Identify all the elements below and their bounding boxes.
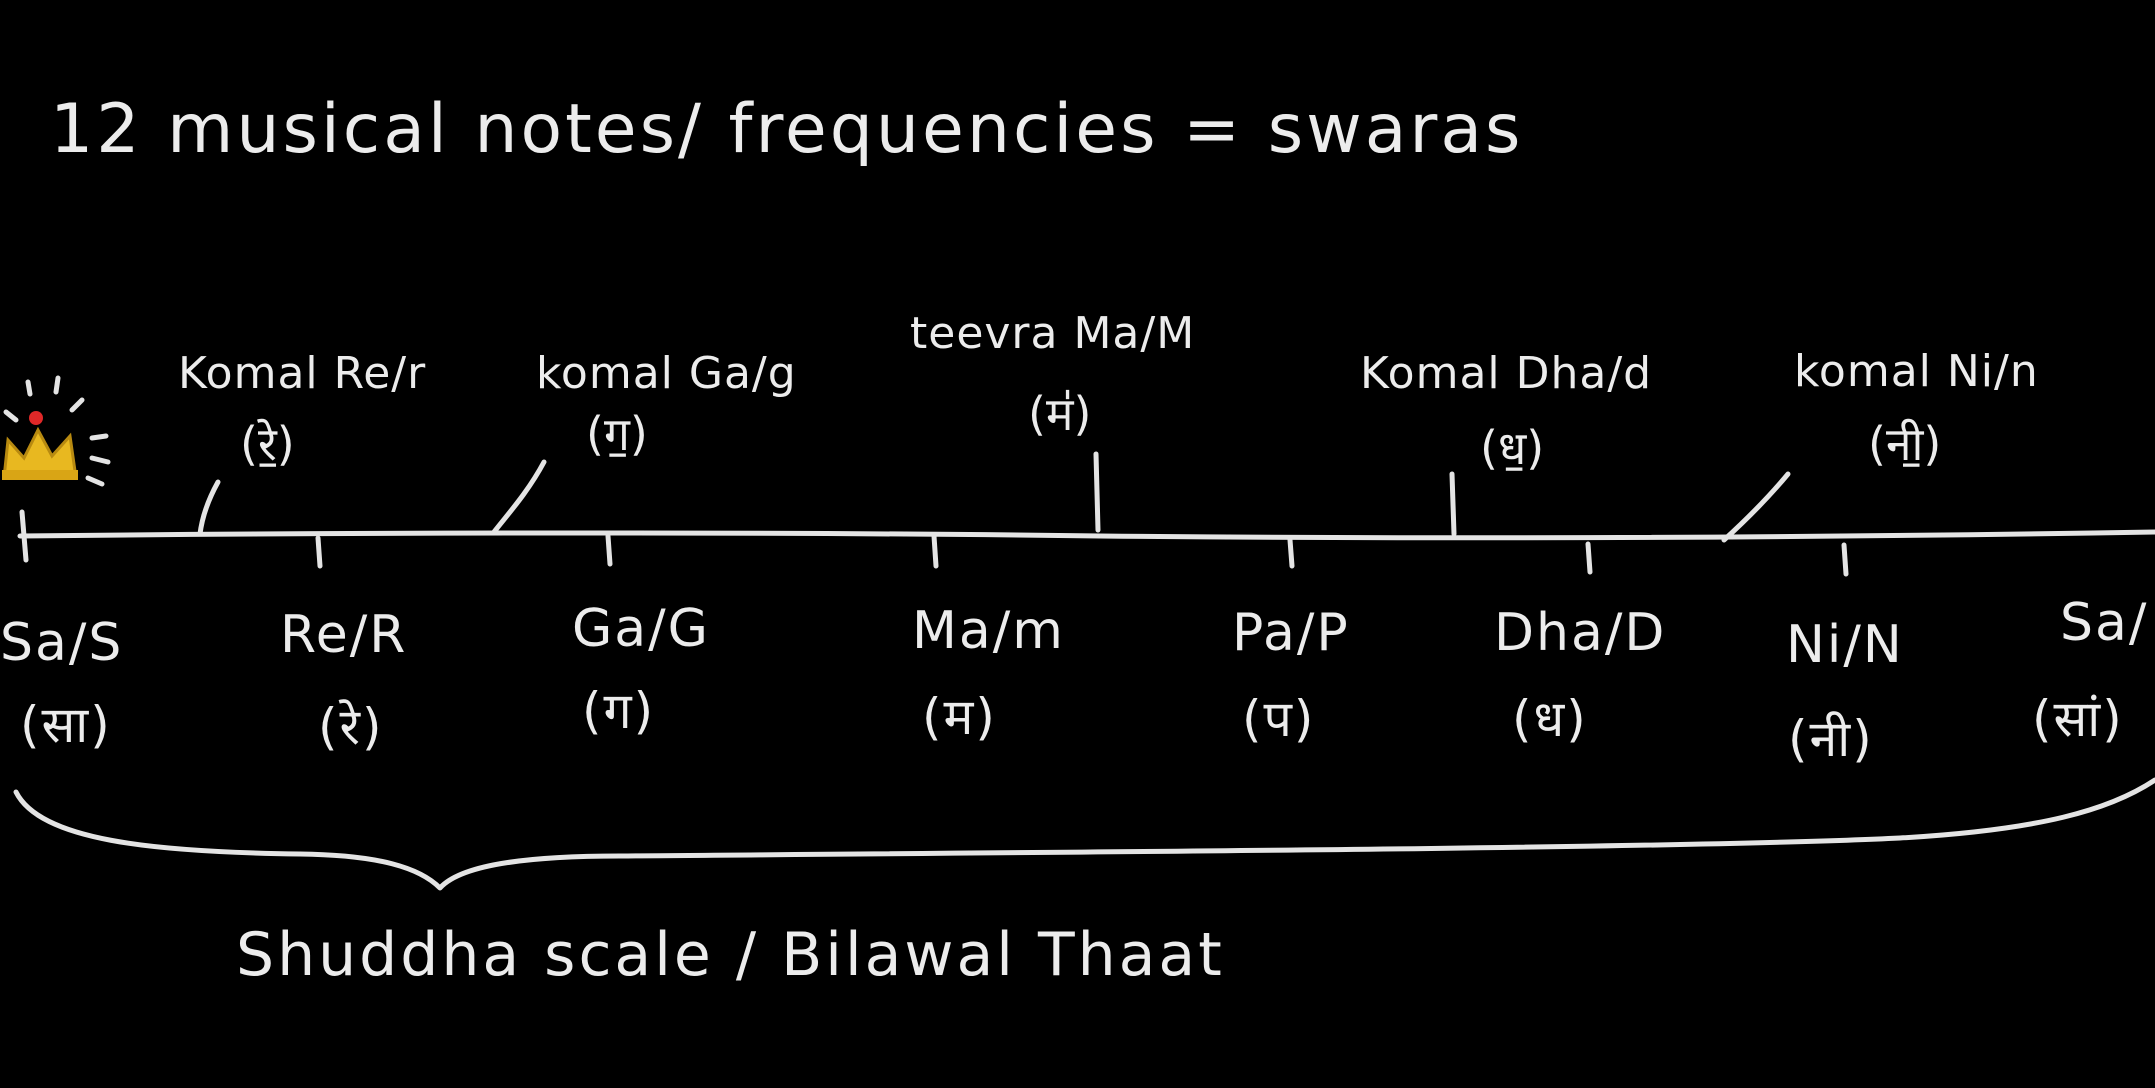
note-ni-devanagari: (नी) — [1788, 710, 1874, 768]
note-komal-ga-name: komal Ga/g — [536, 348, 797, 399]
note-ga-name: Ga/G — [572, 599, 710, 659]
note-sa-name: Sa/S — [0, 613, 123, 673]
note-komal-re-devanagari: (रे॒) — [240, 417, 295, 471]
diagram-title: 12 musical notes/ frequencies = swaras — [50, 90, 1523, 169]
variant-note-names: Komal Re/r komal Ga/g teevra Ma/M Komal … — [178, 308, 2039, 399]
note-komal-re-name: Komal Re/r — [178, 348, 426, 399]
shuddha-note-devanagari: (सा) (रे) (ग) (म) (प) (ध) (नी) (सां) — [20, 682, 2124, 768]
scale-line — [17, 529, 2155, 541]
note-re-name: Re/R — [280, 605, 407, 665]
note-ni-name: Ni/N — [1786, 615, 1904, 675]
note-dha-name: Dha/D — [1494, 603, 1666, 663]
note-re-devanagari: (रे) — [318, 698, 383, 756]
note-komal-ga-devanagari: (ग॒) — [586, 407, 648, 461]
scale-caption: Shuddha scale / Bilawal Thaat — [236, 920, 1225, 990]
note-high-sa-name: Sa/ — [2060, 593, 2148, 653]
note-dha-devanagari: (ध) — [1512, 690, 1588, 748]
note-ga-devanagari: (ग) — [582, 682, 655, 740]
note-komal-ni-name: komal Ni/n — [1794, 346, 2039, 397]
note-ma-devanagari: (म) — [922, 688, 997, 746]
note-ma-name: Ma/m — [912, 601, 1065, 661]
note-pa-devanagari: (प) — [1242, 690, 1315, 748]
note-teevra-ma-name: teevra Ma/M — [910, 308, 1195, 359]
note-komal-dha-name: Komal Dha/d — [1360, 348, 1652, 399]
note-komal-dha-devanagari: (ध॒) — [1480, 421, 1544, 475]
note-teevra-ma-devanagari: (म॑) — [1028, 387, 1091, 441]
shuddha-note-names: Sa/S Re/R Ga/G Ma/m Pa/P Dha/D Ni/N Sa/ — [0, 593, 2148, 675]
variant-connectors — [197, 451, 1791, 543]
note-sa-devanagari: (सा) — [20, 696, 112, 754]
note-high-sa-devanagari: (सां) — [2032, 690, 2124, 748]
scale-brace — [13, 777, 2155, 891]
crown-icon — [2, 375, 111, 487]
variant-note-devanagari: (रे॒) (ग॒) (म॑) (ध॒) (नी॒) — [240, 387, 1941, 475]
note-pa-name: Pa/P — [1232, 603, 1350, 663]
note-komal-ni-devanagari: (नी॒) — [1868, 417, 1941, 471]
shuddha-ticks — [19, 509, 1849, 577]
